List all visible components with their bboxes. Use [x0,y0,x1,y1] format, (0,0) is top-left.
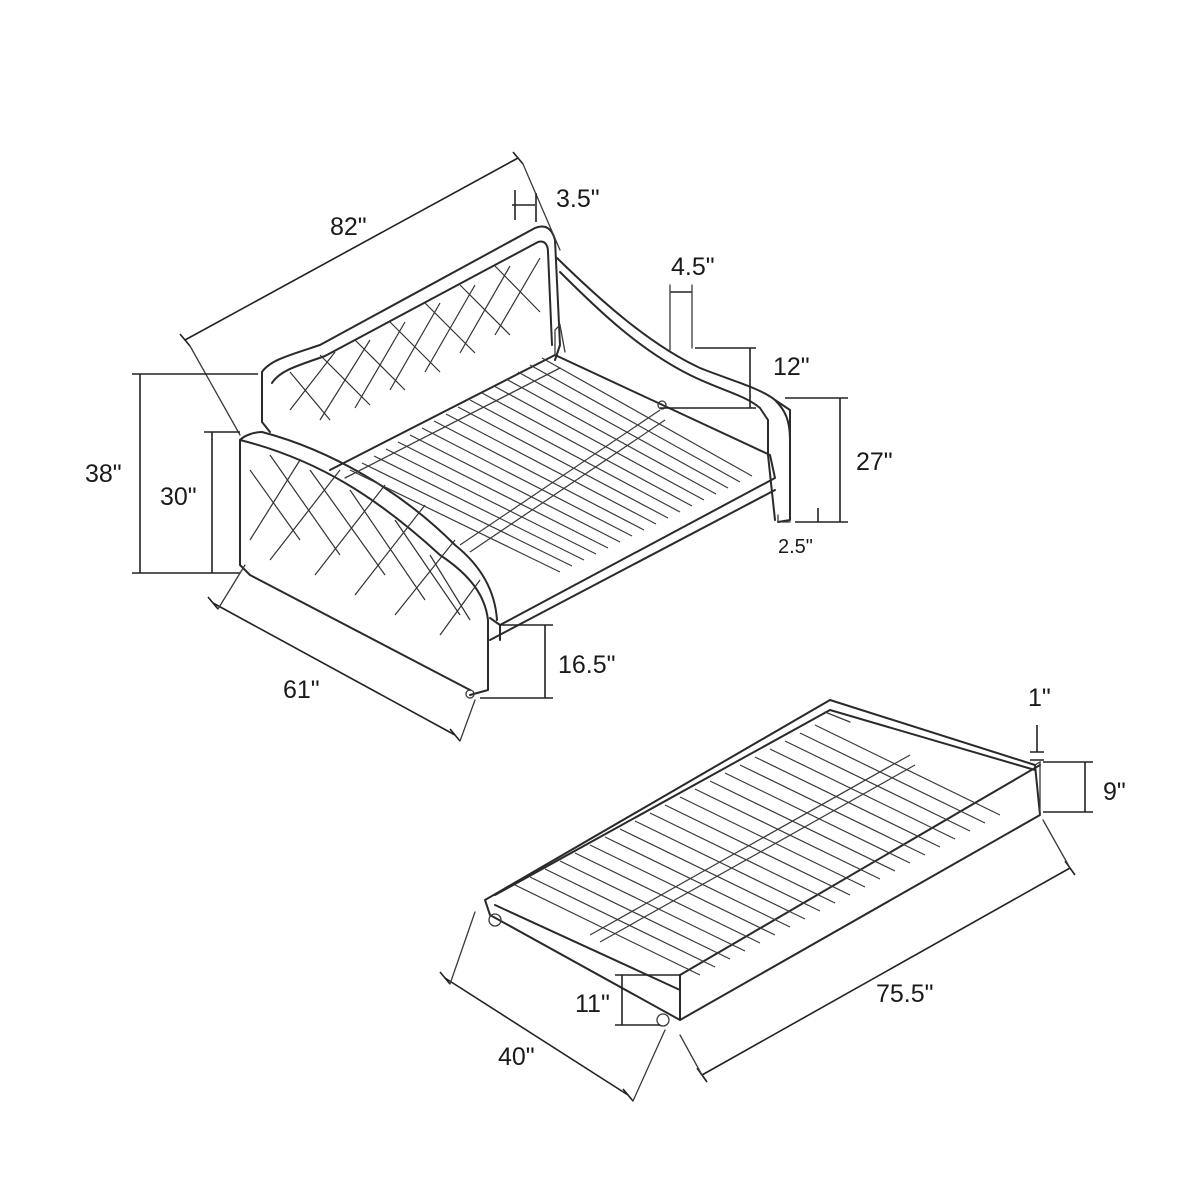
label-trundle-width: 40" [498,1043,535,1071]
label-leg-height: 2.5" [778,536,813,558]
label-back-height: 38" [85,460,122,488]
label-front-arm-height: 30" [160,483,197,511]
trundle-dimension-lines [439,725,1093,1102]
dim-line-trundle-width [444,977,629,1096]
label-length: 82" [330,213,367,241]
daybed-back-panel [261,225,561,433]
daybed-drawing [239,225,791,699]
daybed-rear-leg [777,514,791,523]
label-trundle-length: 75.5" [876,980,934,1008]
label-arm-thickness: 4.5" [671,253,715,281]
daybed-dimension-lines [132,151,848,742]
daybed-rear-arm [556,257,791,523]
dim-line-width [212,602,456,736]
dim-line-length [184,157,519,341]
trundle-casters [488,913,670,1027]
label-deck-height: 16.5" [558,651,616,679]
daybed-front-leg [465,689,475,699]
daybed-slats [349,357,753,573]
trundle-drawing [484,699,1041,1027]
label-rail-thickness: 1" [1028,684,1051,712]
trundle-slats [514,711,1001,976]
daybed-front-arm [239,431,498,696]
label-arm-above-deck: 12" [773,353,810,381]
dim-line-trundle-length [701,867,1071,1076]
trundle-frame [484,699,1041,1021]
label-side-height: 9" [1103,778,1126,806]
label-arm-height: 27" [856,448,893,476]
label-width: 61" [283,676,320,704]
label-back-thickness: 3.5" [556,185,600,213]
label-trundle-height: 11" [575,990,610,1018]
